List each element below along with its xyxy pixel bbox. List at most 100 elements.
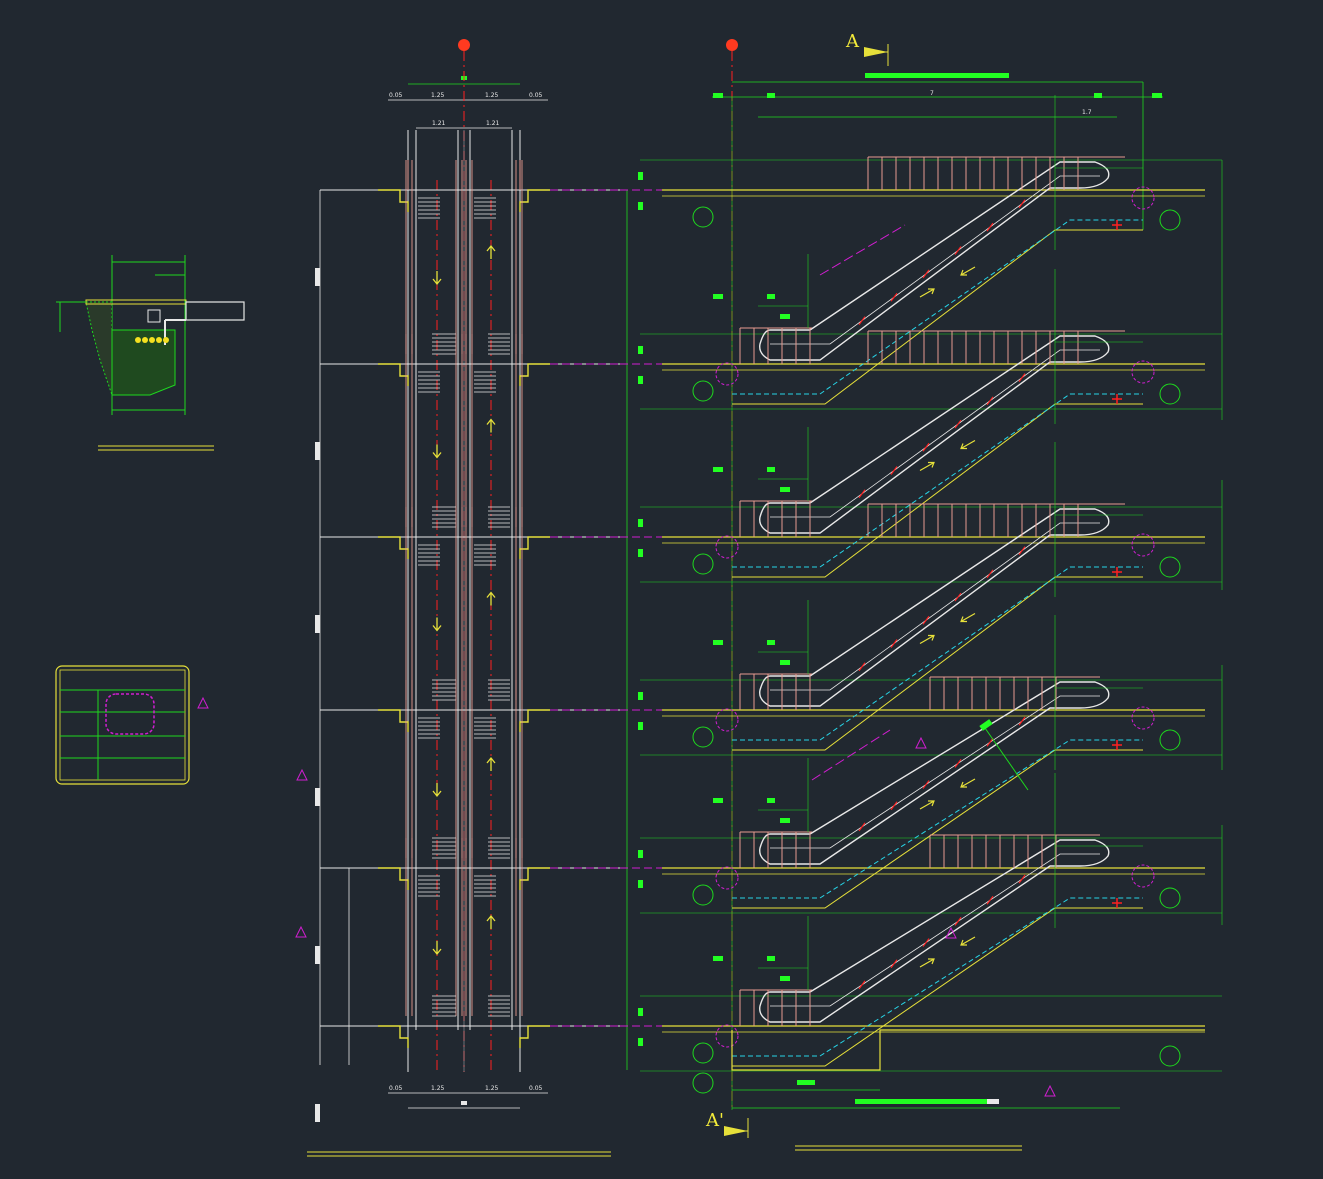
cut-line	[811, 729, 891, 781]
plan-edge-right	[519, 867, 550, 890]
plan-edge-left	[378, 1025, 409, 1048]
truss-underside	[732, 219, 1143, 395]
pit-detail-icon	[715, 535, 739, 559]
cut-line	[819, 224, 906, 276]
axis-marker-icon	[726, 39, 738, 51]
plan-dim-top-0: 0.05	[389, 92, 403, 99]
truss-outline	[732, 403, 1143, 578]
truss-outline	[732, 229, 1143, 405]
plan-dim-top-1: 1.25	[431, 92, 445, 99]
step-line	[770, 853, 1100, 1007]
section-bubble-icon	[692, 1072, 714, 1094]
plan-dim-inner-0: 1.21	[432, 120, 446, 127]
arrow-down-icon	[960, 778, 976, 788]
level-tag	[780, 818, 790, 823]
handrail-loop	[759, 508, 1110, 707]
arrow-down-icon	[432, 941, 442, 956]
revision-triangle-icon	[295, 925, 307, 938]
plan-dim-tick	[315, 442, 320, 460]
level-tag	[638, 172, 643, 180]
legend-table	[55, 665, 209, 785]
pit-detail-icon	[1131, 533, 1155, 557]
section-bubble-icon	[1159, 556, 1181, 578]
step-marker	[954, 246, 962, 255]
level-tag	[638, 549, 643, 557]
revision-triangle-icon	[296, 768, 308, 781]
level-tag	[638, 692, 643, 700]
step-line	[770, 349, 1100, 518]
section-arrow-icon	[864, 47, 888, 57]
section-bubble-icon	[1159, 383, 1181, 405]
anchor-mark-icon	[1112, 220, 1122, 230]
step-marker	[858, 980, 866, 990]
arrow-down-icon	[960, 936, 976, 946]
step-marker	[890, 292, 898, 302]
level-tag	[638, 1038, 643, 1046]
level-tag	[638, 880, 643, 888]
pit-detail-icon	[715, 362, 739, 386]
truss-underside	[732, 739, 1143, 899]
section-bubble-icon	[692, 206, 714, 228]
arrow-up-icon	[919, 288, 935, 298]
level-tag	[780, 487, 790, 492]
plan-edge-right	[519, 363, 550, 386]
plan-edge-right	[519, 536, 550, 559]
step-marker	[858, 489, 866, 499]
level-tag	[638, 519, 643, 527]
step-line	[770, 175, 1100, 345]
level-tag	[767, 294, 775, 299]
step-marker	[858, 822, 866, 832]
plan-dim-bottom-3: 0.05	[529, 1085, 543, 1092]
level-tag	[780, 314, 790, 319]
section-bubble-icon	[1159, 209, 1181, 231]
anchor-mark-icon	[1112, 394, 1122, 404]
arrow-up-icon	[486, 244, 496, 259]
step-marker	[954, 917, 962, 926]
step-marker	[1018, 199, 1026, 209]
level-tag	[713, 294, 723, 299]
step-marker	[922, 269, 930, 279]
arrow-down-icon	[432, 271, 442, 286]
arrow-up-icon	[919, 461, 935, 472]
plan-dim-tick	[315, 1104, 320, 1122]
pit-detail-icon	[1131, 706, 1155, 730]
anchor-mark-icon	[1112, 567, 1122, 577]
handrail-loop	[759, 161, 1110, 361]
axis-marker-icon	[458, 39, 470, 51]
plan-dim-bottom-1: 1.25	[431, 1085, 445, 1092]
arrow-up-icon	[919, 634, 935, 645]
pit-outline	[731, 1029, 1205, 1071]
pit-detail-icon	[715, 866, 739, 890]
level-tag	[713, 798, 723, 803]
revision-triangle-icon	[1044, 1084, 1056, 1097]
section-view: A A' 7 1.7	[620, 31, 1223, 1151]
plan-edge-right	[519, 189, 550, 212]
connection-detail	[56, 255, 245, 451]
arrow-up-icon	[919, 958, 935, 968]
truss-outline	[732, 907, 1143, 1067]
plan-dim-top-3: 0.05	[529, 92, 543, 99]
anchor-mark-icon	[1112, 898, 1122, 908]
step-marker	[954, 759, 962, 768]
pit-detail-icon	[1131, 360, 1155, 384]
revision-triangle-icon	[915, 736, 927, 749]
level-tag	[780, 976, 790, 981]
step-marker	[986, 222, 994, 232]
plan-dim-bottom-2: 1.25	[485, 1085, 499, 1092]
level-tag	[767, 798, 775, 803]
arrow-down-icon	[960, 266, 976, 276]
handrail-loop	[759, 681, 1110, 865]
truss-underside	[732, 393, 1143, 568]
step-line	[770, 522, 1100, 691]
plan-edge-left	[378, 536, 409, 559]
level-tag	[767, 640, 775, 645]
section-bubble-icon	[1159, 729, 1181, 751]
plan-edge-left	[378, 709, 409, 732]
step-marker	[1018, 546, 1026, 555]
step-marker	[922, 442, 930, 452]
step-marker	[986, 737, 994, 747]
level-tag	[638, 722, 643, 730]
step-marker	[954, 419, 962, 429]
step-marker	[986, 569, 994, 579]
